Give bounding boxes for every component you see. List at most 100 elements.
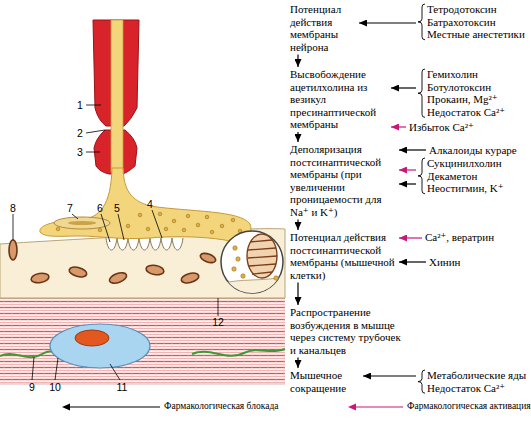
legend-item: Фармакологическая активация [348, 401, 531, 412]
vesicle [158, 212, 162, 216]
flow-arrow [391, 87, 416, 88]
bracket [418, 158, 425, 194]
flow-arrow [363, 375, 416, 376]
zoom-content [220, 234, 290, 300]
process-step: Деполяризация постсинаптической мембраны… [290, 143, 398, 219]
vesicle [232, 267, 236, 271]
callout-number: 3 [77, 146, 83, 158]
flow-arrow [391, 126, 406, 127]
bracket [418, 4, 425, 40]
muscle-edge [0, 384, 285, 385]
process-step: Распространение возбуждения в мышце чере… [290, 306, 402, 356]
muscle-cell [50, 324, 150, 368]
flow-text: Ботулотоксин [427, 81, 530, 94]
nucleus [30, 272, 49, 284]
zoom-membrane [220, 276, 290, 300]
flow-arrow [297, 54, 298, 67]
legend-sample [62, 402, 160, 412]
vesicle [241, 274, 245, 278]
flow-arrow [399, 183, 416, 184]
leader-line [110, 364, 120, 380]
flow-text: Хинин [429, 256, 530, 269]
flow-text: Потенциал действия мембраны нейрона [290, 3, 358, 53]
leader-line [101, 214, 110, 242]
agent-group: Алкалоиды кураре [426, 144, 530, 157]
callout-number: 5 [114, 202, 120, 214]
schwann-nucleus [68, 221, 96, 225]
flow-text: Неостигмин, K⁺ [427, 182, 530, 195]
leader-line [118, 214, 124, 240]
junctional-folds [106, 238, 183, 250]
bracket [418, 370, 425, 393]
flow-text: Прокаин, Mg²⁺ [427, 93, 530, 106]
vesicle [196, 223, 200, 227]
agent-group: Метаболические ядыНедостаток Ca²⁺ [416, 369, 530, 394]
nucleus [145, 264, 164, 276]
flow-text: Высвобождение ацетилхолина из везикул пр… [290, 68, 390, 131]
vesicle [164, 227, 168, 231]
vesicle [138, 213, 142, 217]
nucleus [180, 271, 200, 284]
flow-text: Декаметон [427, 170, 530, 183]
legend-arrow-line [68, 406, 160, 407]
flow-text: Мышечное сокращение [290, 369, 362, 394]
flow-arrow [297, 282, 298, 305]
schwann-cell [54, 217, 110, 229]
leader-line [55, 358, 58, 380]
leader-line [152, 210, 162, 238]
nucleus [199, 252, 217, 265]
flow-arrow [399, 169, 416, 170]
nucleus [9, 240, 17, 260]
callout-number: 11 [117, 381, 128, 393]
process-step: Мышечное сокращение [290, 369, 362, 394]
legend-arrow-line [354, 406, 403, 407]
mitochondrion-cristae [248, 240, 277, 274]
callout-number: 6 [97, 202, 103, 214]
leader-line [86, 105, 101, 106]
callout-number: 1 [77, 99, 83, 111]
axon-core [111, 20, 123, 172]
vesicle [205, 215, 209, 219]
agent-group: Хинин [426, 256, 530, 269]
flow-text: Ca²⁺, вератрин [425, 231, 530, 244]
vesicle [236, 257, 240, 261]
legend-text: Фармакологическая блокада [164, 401, 278, 412]
flow-arrow [399, 149, 426, 150]
leader-line [86, 130, 105, 133]
flow-text: Батрахотоксин [427, 16, 530, 29]
vesicle [56, 227, 60, 231]
callout-number: 9 [29, 381, 35, 393]
flow-arrow [399, 261, 426, 262]
flow-text: Алкалоиды кураре [429, 144, 530, 157]
vesicle [98, 228, 102, 232]
flow-text: Местные анестетики [427, 28, 530, 41]
leader-line [72, 214, 78, 219]
leader-lines [13, 105, 218, 380]
agent-group: СукцинилхолинДекаметонНеостигмин, K⁺ [416, 157, 530, 195]
vesicle [186, 214, 190, 218]
legend-sample [348, 402, 403, 412]
bracket-group [418, 4, 425, 393]
bracket [418, 69, 425, 117]
vesicle [146, 227, 150, 231]
vesicle [220, 224, 224, 228]
nucleus [68, 265, 88, 278]
flow-text: Потенциал действия постсинаптической мем… [290, 231, 398, 281]
legend-text: Фармакологическая активация [407, 401, 531, 412]
tubule-fibre [192, 349, 285, 356]
nerve-terminal [40, 168, 251, 242]
callout-number: 4 [147, 198, 153, 210]
callout-number: 7 [67, 202, 73, 214]
leader-line [13, 214, 14, 240]
process-step: Потенциал действия мембраны нейрона [290, 3, 358, 53]
agent-group: ГемихолинБотулотоксинПрокаин, Mg²⁺Недост… [416, 68, 530, 118]
nucleus [108, 271, 128, 286]
flow-arrow [359, 22, 416, 23]
callout-number: 10 [49, 381, 61, 393]
agent-group: Избыток Ca²⁺ [406, 121, 516, 134]
vesicle [126, 224, 130, 228]
process-step: Потенциал действия постсинаптической мем… [290, 231, 398, 281]
